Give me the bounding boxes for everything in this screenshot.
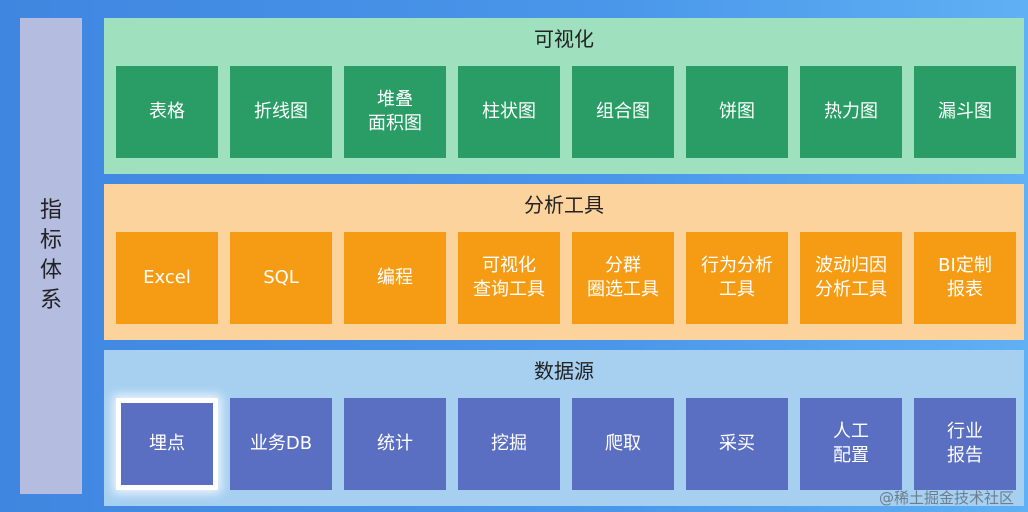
source-tile-mining: 挖掘	[458, 398, 560, 490]
visualization-layer: 可视化 表格 折线图 堆叠面积图 柱状图 组合图 饼图 热力图 漏斗图	[104, 18, 1024, 174]
tools-title: 分析工具	[524, 193, 604, 217]
side-label-box: 指标体系	[20, 18, 82, 494]
tool-tile-sql: SQL	[230, 232, 332, 324]
tools-layer: 分析工具 Excel SQL 编程 可视化查询工具 分群圈选工具 行为分析工具 …	[104, 184, 1024, 340]
vis-tile-stacked-area: 堆叠面积图	[344, 66, 446, 158]
source-tile-manual-config: 人工配置	[800, 398, 902, 490]
vis-tile-pie-chart: 饼图	[686, 66, 788, 158]
vis-tile-funnel: 漏斗图	[914, 66, 1016, 158]
tool-tile-bi-report: BI定制报表	[914, 232, 1016, 324]
source-tile-purchase: 采买	[686, 398, 788, 490]
vis-tile-line-chart: 折线图	[230, 66, 332, 158]
watermark: @稀土掘金技术社区	[878, 489, 1014, 507]
visualization-title: 可视化	[534, 27, 594, 51]
vis-tile-heatmap: 热力图	[800, 66, 902, 158]
vis-tile-bar-chart: 柱状图	[458, 66, 560, 158]
tool-tile-programming: 编程	[344, 232, 446, 324]
source-tile-business-db: 业务DB	[230, 398, 332, 490]
tool-tile-behavior-analysis: 行为分析工具	[686, 232, 788, 324]
source-tile-statistics: 统计	[344, 398, 446, 490]
source-tile-crawling: 爬取	[572, 398, 674, 490]
vis-tile-combo-chart: 组合图	[572, 66, 674, 158]
source-tile-industry-report: 行业报告	[914, 398, 1016, 490]
sources-layer: 数据源 埋点 业务DB 统计 挖掘 爬取 采买 人工配置 行业报告	[104, 350, 1024, 506]
tool-tile-excel: Excel	[116, 232, 218, 324]
side-label: 指标体系	[39, 198, 62, 313]
tool-tile-attribution: 波动归因分析工具	[800, 232, 902, 324]
vis-tile-table: 表格	[116, 66, 218, 158]
tool-tile-visual-query: 可视化查询工具	[458, 232, 560, 324]
sources-title: 数据源	[534, 359, 594, 383]
source-tile-tracking: 埋点	[116, 398, 218, 490]
tool-tile-segmentation: 分群圈选工具	[572, 232, 674, 324]
